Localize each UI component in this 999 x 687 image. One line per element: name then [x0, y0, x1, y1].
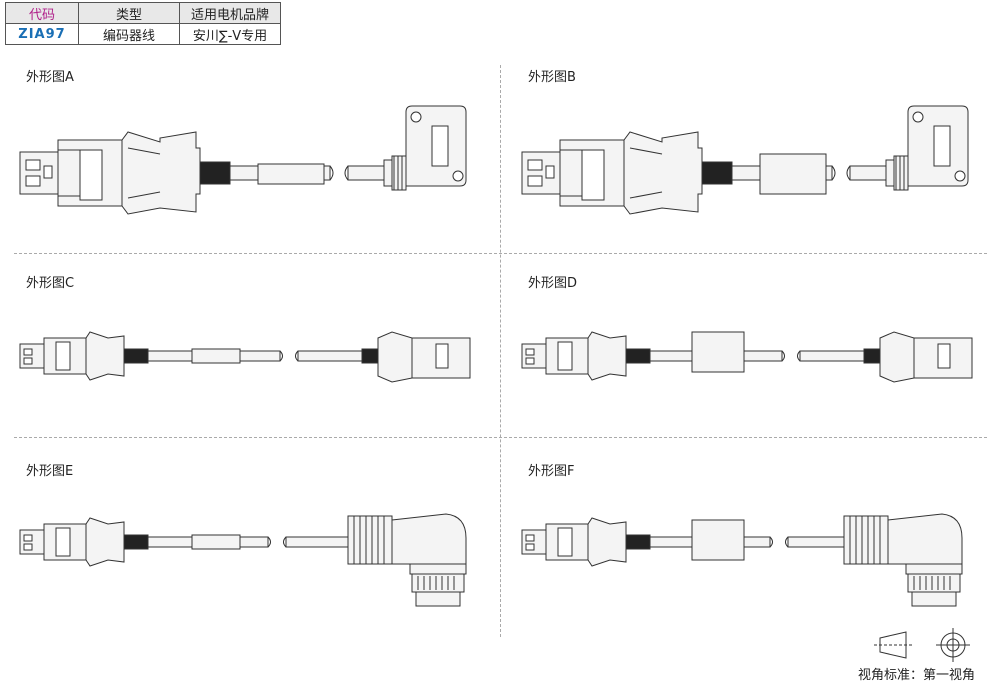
- header-type: 类型: [78, 2, 180, 24]
- cell-brand: 安川∑-V专用: [179, 23, 281, 45]
- vertical-divider: [500, 65, 501, 637]
- figure-d-drawing: [521, 331, 973, 383]
- figure-label-c: 外形图C: [26, 276, 75, 291]
- spec-header-row: 代码 类型 适用电机品牌: [5, 2, 281, 24]
- projection-label: 视角标准：第一视角: [858, 668, 976, 683]
- spec-data-row: ZIA97 编码器线 安川∑-V专用: [5, 23, 281, 45]
- figure-b-drawing: [521, 105, 969, 215]
- figure-label-a: 外形图A: [26, 70, 74, 85]
- spec-table: 代码 类型 适用电机品牌 ZIA97 编码器线 安川∑-V专用: [5, 2, 281, 45]
- header-code: 代码: [5, 2, 79, 24]
- figure-f-drawing: [521, 513, 963, 607]
- figure-label-b: 外形图B: [528, 70, 576, 85]
- figure-a-drawing: [19, 105, 467, 215]
- figure-label-e: 外形图E: [26, 464, 74, 479]
- cell-type: 编码器线: [78, 23, 180, 45]
- row-divider-1: [14, 253, 987, 254]
- header-brand: 适用电机品牌: [179, 2, 281, 24]
- figure-label-f: 外形图F: [528, 464, 575, 479]
- first-angle-projection-icon: [874, 628, 970, 662]
- cell-code: ZIA97: [5, 23, 79, 45]
- figure-label-d: 外形图D: [528, 276, 578, 291]
- figure-c-drawing: [19, 331, 471, 383]
- row-divider-2: [14, 437, 987, 438]
- figure-e-drawing: [19, 513, 467, 607]
